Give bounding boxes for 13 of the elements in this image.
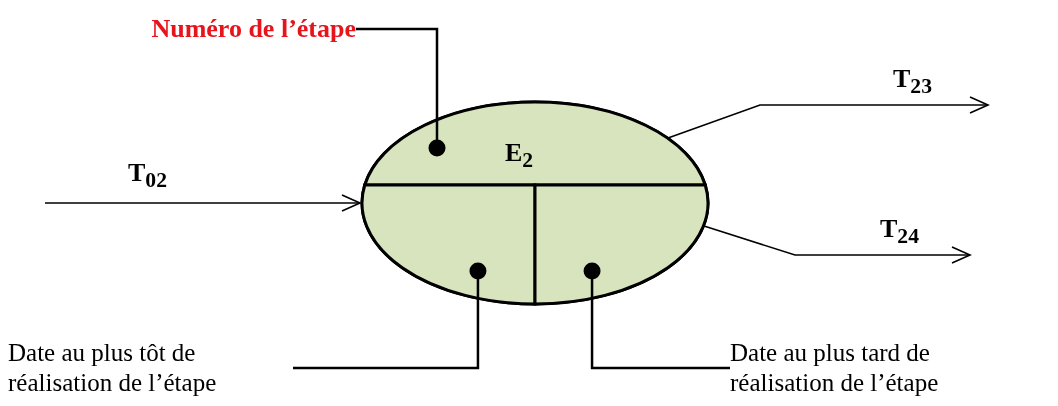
arrow	[667, 96, 989, 139]
edge-label: T$_{24}$	[880, 214, 919, 250]
arrow	[44, 194, 361, 212]
event-number: E$_{2}$	[505, 138, 534, 174]
edge-label: T$_{23}$	[893, 64, 932, 100]
leader-line	[356, 27, 446, 157]
leader-text: Date au plus tôt de réalisation de l’étape	[8, 338, 293, 398]
leader-line	[293, 262, 487, 370]
leader-text: Date au plus tard de réalisation de l’étape	[730, 338, 1020, 398]
arrow	[703, 225, 971, 264]
edge-label: T$_{02}$	[128, 158, 167, 194]
leader-line	[583, 262, 730, 370]
leader-text: Numéro de l’étape	[151, 14, 356, 44]
